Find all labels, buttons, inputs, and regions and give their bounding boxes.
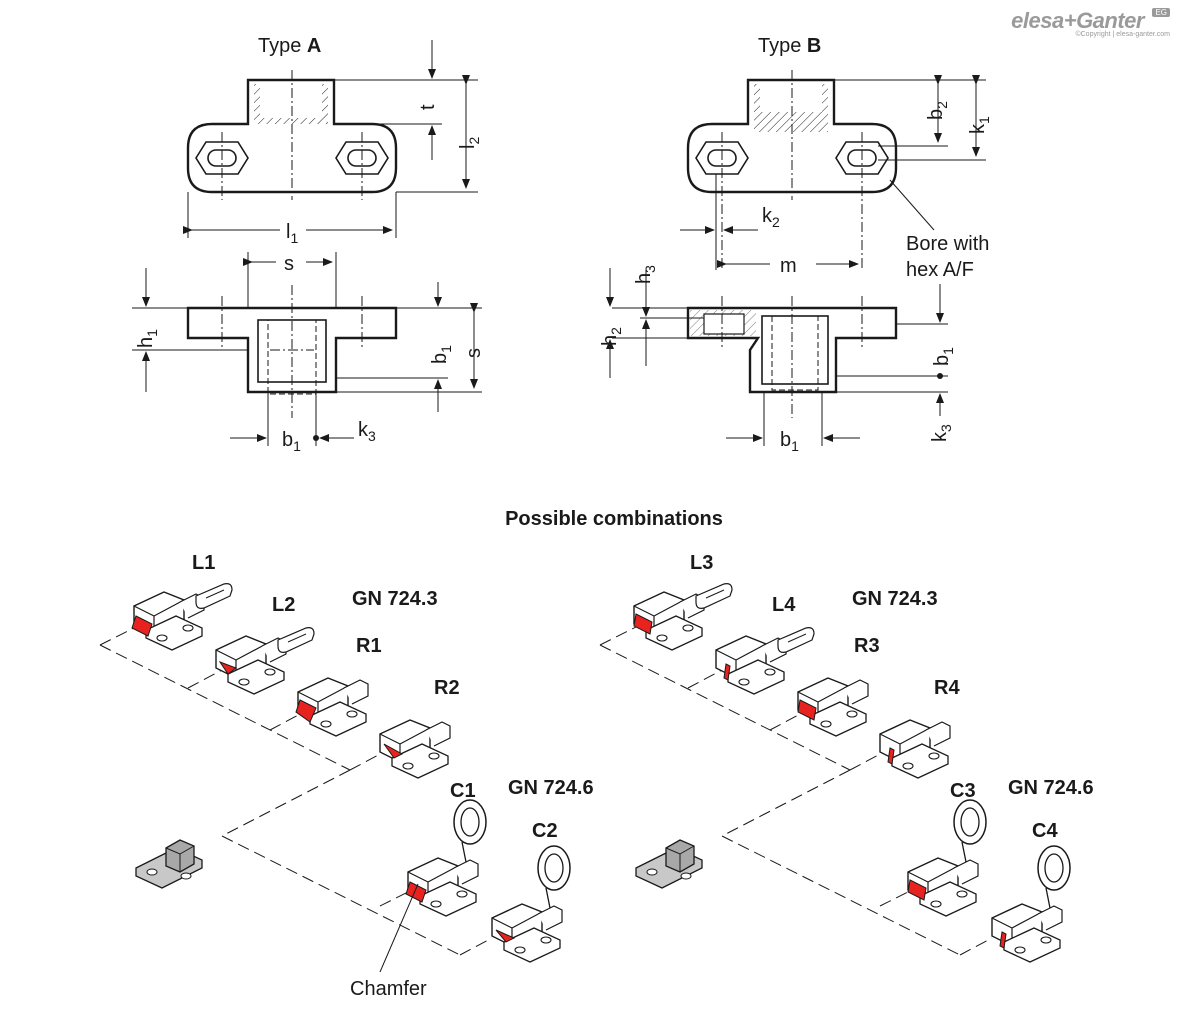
left-gn1: GN 724.3 <box>352 588 438 610</box>
dim-l1: l1 <box>286 221 298 246</box>
base-right <box>635 839 703 889</box>
label-L4: L4 <box>772 594 796 616</box>
label-C1: C1 <box>450 780 476 802</box>
brand-logo: elesa+Ganter EG ©Copyright | elesa-gante… <box>1011 8 1170 38</box>
label-L2: L2 <box>272 594 295 616</box>
type-a-title: Type A <box>258 35 321 57</box>
label-R1: R1 <box>356 635 382 657</box>
dim-b1-b-right: b1 <box>931 347 956 366</box>
brand-badge: EG <box>1152 8 1170 17</box>
label-R3: R3 <box>854 635 880 657</box>
dim-b2: b2 <box>925 101 950 120</box>
dim-h1: h1 <box>135 329 160 348</box>
dim-b1-bottom: b1 <box>282 429 301 454</box>
type-a-top-view: Type A t l2 l1 <box>183 35 482 246</box>
label-R2: R2 <box>434 677 460 699</box>
item-C2 <box>491 845 571 963</box>
item-R1 <box>295 677 369 737</box>
type-b-side-view: h3 h2 b1 k3 b1 <box>599 265 956 454</box>
dim-t: t <box>417 104 439 110</box>
left-group-lines <box>99 624 493 956</box>
base-left <box>135 839 203 889</box>
item-L4 <box>715 626 815 695</box>
label-C4: C4 <box>1032 820 1058 842</box>
dim-s-top: s <box>284 253 294 275</box>
dim-b1-right: b1 <box>429 345 454 364</box>
brand-name: elesa+Ganter <box>1011 8 1144 33</box>
dim-k3-a: k3 <box>358 419 376 444</box>
dim-k3-b: k3 <box>929 424 954 442</box>
dim-l2: l2 <box>457 137 482 149</box>
bore-note-line1: Bore with <box>906 233 989 255</box>
left-gn2: GN 724.6 <box>508 777 594 799</box>
label-R4: R4 <box>934 677 960 699</box>
item-R2 <box>379 719 451 779</box>
item-C3 <box>907 799 987 917</box>
dim-s-right: s <box>463 348 485 358</box>
type-b-top-view: Type B b2 k1 k2 m Bore with hex A/F <box>680 35 992 281</box>
dim-k2: k2 <box>762 205 780 230</box>
type-a-side-view: s h1 b1 s b1 k3 <box>132 252 485 454</box>
item-C4 <box>991 845 1071 963</box>
dim-h3: h3 <box>633 265 658 284</box>
label-C2: C2 <box>532 820 558 842</box>
right-gn1: GN 724.3 <box>852 588 938 610</box>
item-C1 <box>405 799 487 917</box>
dim-h2: h2 <box>599 327 624 346</box>
item-L2 <box>215 626 315 695</box>
item-L3 <box>633 582 733 651</box>
dim-m: m <box>780 255 797 277</box>
label-L3: L3 <box>690 552 713 574</box>
combinations-heading: Possible combinations <box>505 508 723 530</box>
item-L1 <box>131 582 233 651</box>
brand-copyright: ©Copyright | elesa-ganter.com <box>1075 31 1170 38</box>
left-group: GN 724.3 GN 724.6 L1 L2 R1 R2 C1 <box>131 552 594 1000</box>
bore-note-line2: hex A/F <box>906 259 974 281</box>
dim-b1-b-bottom: b1 <box>780 429 799 454</box>
label-L1: L1 <box>192 552 215 574</box>
right-group-lines <box>599 624 993 956</box>
right-gn2: GN 724.6 <box>1008 777 1094 799</box>
type-b-title: Type B <box>758 35 821 57</box>
right-group: GN 724.3 GN 724.6 L3 L4 R3 R4 C3 <box>633 552 1094 963</box>
label-C3: C3 <box>950 780 976 802</box>
item-R3 <box>797 677 869 737</box>
chamfer-label: Chamfer <box>350 978 427 1000</box>
item-R4 <box>879 719 951 779</box>
dim-k1: k1 <box>967 116 992 134</box>
